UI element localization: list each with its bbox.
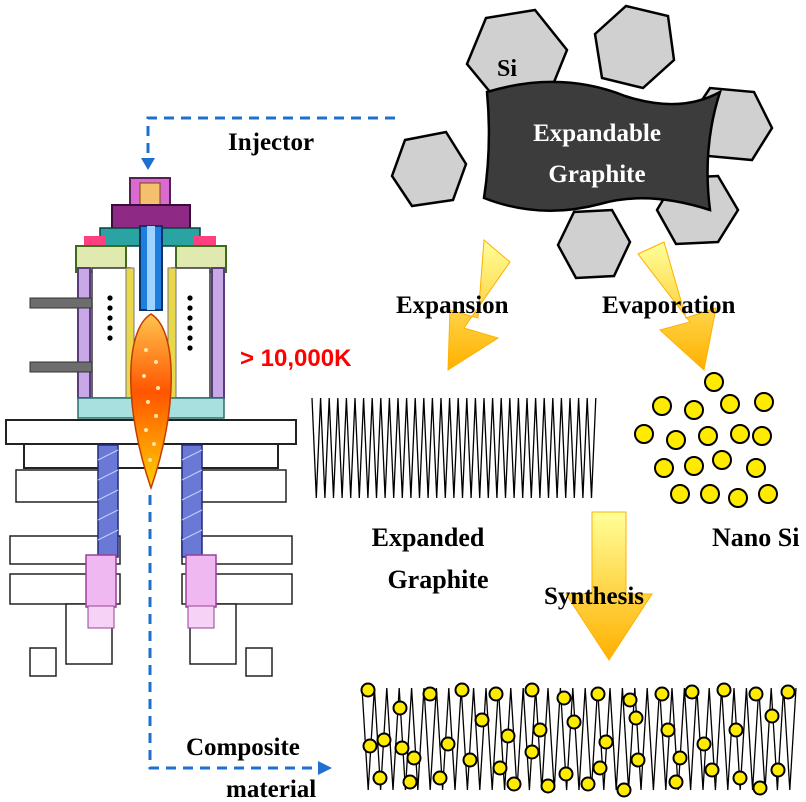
nano-si-particle-icon <box>704 762 720 778</box>
expansion-arrow <box>447 238 511 371</box>
nano-si-particle-icon <box>432 770 448 786</box>
zigzag-line <box>311 397 597 499</box>
composite-arrowhead <box>318 761 332 775</box>
nano-si-particle-icon <box>540 778 556 794</box>
nano-si-particle-icon <box>720 394 740 414</box>
nano-si-particle-icon <box>670 484 690 504</box>
nano-si-particle-icon <box>506 776 522 792</box>
nano-si-particle-icon <box>700 484 720 504</box>
nano-si-particle-icon <box>590 686 606 702</box>
nano-si-particle-icon <box>462 752 478 768</box>
nano-si-particle-icon <box>492 760 508 776</box>
nano-si-particle-icon <box>362 738 378 754</box>
composite-material-zigzag <box>361 687 797 791</box>
nano-si-particle-icon <box>752 780 768 796</box>
nano-si-particle-icon <box>376 732 392 748</box>
nano-si-particle-icon <box>634 424 654 444</box>
nano-si-particle-icon <box>764 708 780 724</box>
synthesis-arrow <box>565 511 653 661</box>
nano-si-particle-icon <box>716 682 732 698</box>
nano-si-particle-icon <box>654 458 674 478</box>
expandable-graphite-sheet <box>482 80 723 212</box>
injector-flow-arrow <box>146 116 395 770</box>
composite-si-particles <box>360 682 796 798</box>
nano-si-particle-icon <box>630 752 646 768</box>
nano-si-label: Nano Si <box>712 523 799 552</box>
evaporation-arrow <box>637 241 717 371</box>
nano-si-particle-icon <box>524 682 540 698</box>
nano-si-particle-icon <box>732 770 748 786</box>
evaporation-label: Evaporation <box>602 292 735 319</box>
nano-si-particle-icon <box>402 774 418 790</box>
nano-si-particle-icon <box>654 686 670 702</box>
nano-si-particle-icon <box>422 686 438 702</box>
injector-label: Injector <box>228 129 314 156</box>
nano-si-particle-icon <box>474 712 490 728</box>
nano-si-particle-icon <box>616 782 632 798</box>
composite-material-label-line2: material <box>226 776 316 802</box>
nano-si-particle-icon <box>754 392 774 412</box>
synthesis-label: Synthesis <box>544 583 644 610</box>
nano-si-particle-icon <box>672 750 688 766</box>
nano-si-particle-icon <box>684 684 700 700</box>
nano-si-particle-icon <box>598 734 614 750</box>
nano-si-particle-icon <box>394 740 410 756</box>
nano-si-particle-icon <box>770 762 786 778</box>
nano-si-particle-icon <box>730 424 750 444</box>
expansion-label: Expansion <box>396 292 509 319</box>
expandable-graphite-label-line2: Graphite <box>548 161 645 188</box>
nano-si-particle-icon <box>622 692 638 708</box>
nano-si-particle-icon <box>746 458 766 478</box>
nano-si-particle-icon <box>488 686 504 702</box>
nano-si-particle-icon <box>698 426 718 446</box>
expandable-graphite-label-line1: Expandable <box>533 120 661 147</box>
nano-si-particle-icon <box>566 714 582 730</box>
nano-si-particle-icon <box>556 690 572 706</box>
nano-si-particle-icon <box>628 710 644 726</box>
nano-si-particle-icon <box>652 396 672 416</box>
nano-si-particle-icon <box>500 728 516 744</box>
nano-si-particle-icon <box>668 774 684 790</box>
expanded-graphite-label-line2: Graphite <box>387 565 488 594</box>
nano-si-particle-icon <box>748 686 764 702</box>
nano-si-particle-icon <box>406 750 422 766</box>
plasma-torch-cross-section-icon <box>5 177 297 677</box>
nano-si-particle-icon <box>532 722 548 738</box>
expanded-graphite-label-line1: Expanded <box>372 523 485 552</box>
nano-si-cluster <box>634 372 778 508</box>
nano-si-particle-icon <box>558 766 574 782</box>
nano-si-particle-icon <box>592 760 608 776</box>
temperature-label: > 10,000K <box>240 345 352 372</box>
nano-si-particle-icon <box>372 770 388 786</box>
si-label: Si <box>497 56 517 82</box>
nano-si-particle-icon <box>780 684 796 700</box>
nano-si-particle-icon <box>752 426 772 446</box>
zigzag-line <box>361 687 797 791</box>
nano-si-particle-icon <box>684 400 704 420</box>
nano-si-particle-icon <box>712 450 732 470</box>
nano-si-particle-icon <box>684 456 704 476</box>
nano-si-particle-icon <box>440 736 456 752</box>
composite-material-label-line1: Composite <box>186 734 300 761</box>
nano-si-particle-icon <box>660 722 676 738</box>
nano-si-particle-icon <box>580 776 596 792</box>
nano-si-particle-icon <box>360 682 376 698</box>
nano-si-particle-icon <box>728 488 748 508</box>
nano-si-particle-icon <box>758 484 778 504</box>
expanded-graphite-zigzag <box>311 397 597 499</box>
nano-si-particle-icon <box>696 736 712 752</box>
nano-si-particle-icon <box>392 700 408 716</box>
nano-si-particle-icon <box>704 372 724 392</box>
nano-si-particle-icon <box>666 430 686 450</box>
nano-si-particle-icon <box>524 744 540 760</box>
injector-arrowhead <box>141 158 155 170</box>
nano-si-particle-icon <box>728 722 744 738</box>
nano-si-particle-icon <box>454 682 470 698</box>
